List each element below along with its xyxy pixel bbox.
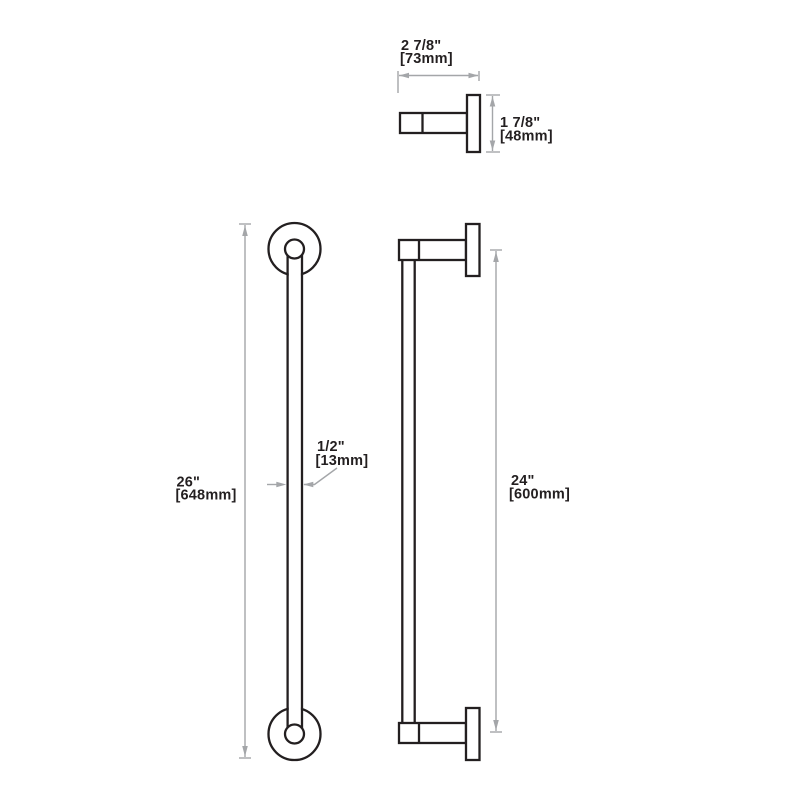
- dim-flange-imperial-label: 1 7/8": [500, 115, 540, 131]
- dim-flange-metric-label: [48mm]: [500, 129, 553, 145]
- dim-c2c-imperial-label: 24": [511, 473, 535, 489]
- dim-bar-center-length: 24" [600mm]: [490, 249, 570, 733]
- arrowhead-up: [242, 225, 248, 236]
- top-wall-flange: [464, 222, 481, 278]
- dim-flange-diameter: 1 7/8" [48mm]: [486, 94, 553, 153]
- dim-bar-diameter-metric-label: [13mm]: [316, 453, 369, 469]
- arrowhead-down: [493, 720, 499, 731]
- front-view: 26" [648mm] 1/2" [13mm]: [176, 221, 369, 762]
- dim-bar-diameter: 1/2" [13mm]: [267, 439, 369, 488]
- dim-projection-metric-label: [73mm]: [400, 51, 453, 67]
- dim-bar-diameter-imperial-label: 1/2": [317, 439, 345, 455]
- dim-c2c-metric-label: [600mm]: [509, 487, 570, 503]
- dim-overall-length: 26" [648mm]: [176, 223, 251, 759]
- arrowhead-up: [489, 96, 496, 107]
- dim-projection-imperial-label: 2 7/8": [401, 38, 441, 54]
- arrowhead-right: [276, 481, 287, 488]
- dim-projection: 2 7/8" [73mm]: [397, 38, 480, 93]
- bottom-wall-flange: [464, 706, 481, 762]
- side-view: 24" [600mm]: [397, 222, 570, 762]
- detail-view-wall-mount: 2 7/8" [73mm] 1 7/8" [48mm]: [397, 38, 553, 154]
- arrowhead-right: [468, 72, 479, 79]
- mount-arm: [398, 111, 469, 135]
- top-mount-arm: [397, 238, 468, 262]
- arrowhead-left: [399, 72, 409, 79]
- bar-body-mask: [288, 249, 301, 734]
- dim-length-imperial-label: 26": [177, 475, 201, 491]
- arrowhead-up: [493, 251, 499, 262]
- top-post-circle: [283, 238, 306, 260]
- bottom-mount-arm: [397, 721, 468, 745]
- arrowhead-down: [242, 746, 248, 757]
- bottom-post-circle: [283, 723, 306, 745]
- wall-flange: [465, 93, 482, 154]
- arrowhead-down: [489, 140, 496, 151]
- dim-length-metric-label: [648mm]: [176, 488, 237, 504]
- leader-line-bent: [304, 467, 338, 486]
